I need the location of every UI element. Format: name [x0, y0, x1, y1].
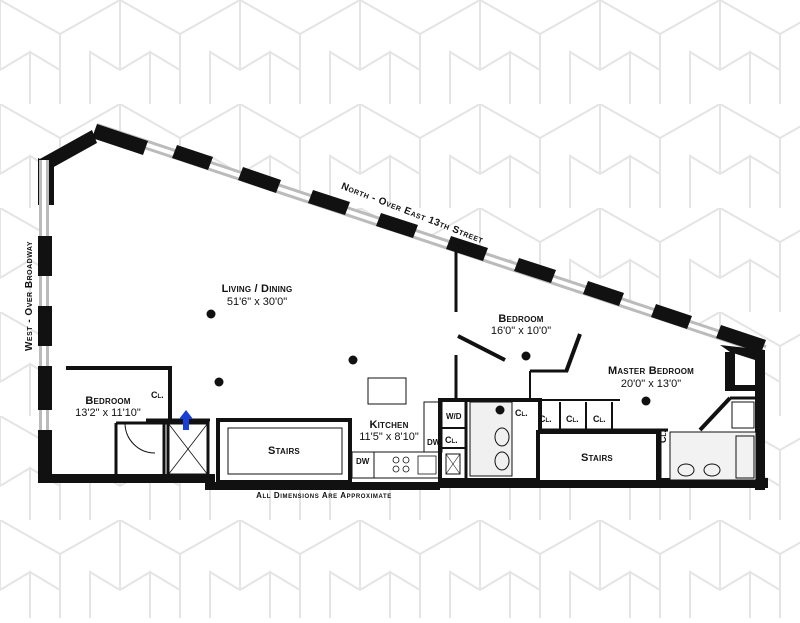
west-bedroom-name: Bedroom: [85, 395, 131, 407]
ceiling-light: [214, 377, 224, 387]
kitchen-name: Kitchen: [369, 419, 409, 431]
closet-label: Cl.: [593, 414, 606, 424]
master-bath: [658, 396, 758, 481]
closet-label: Cl.: [151, 390, 164, 400]
left-stairs-block: [216, 418, 352, 484]
left-stairs-label: Stairs: [268, 445, 300, 457]
west-bedroom-dims: 13'2" x 11'10": [75, 407, 141, 419]
closet-label: Cl.: [445, 435, 458, 445]
master-bedroom-name: Master Bedroom: [607, 365, 695, 377]
entry-arrow-icon: [179, 410, 193, 430]
west-wall: [38, 160, 52, 482]
ceiling-light: [495, 405, 505, 415]
closet-label: Cl.: [566, 414, 579, 424]
dishwasher-label: DW: [427, 438, 441, 447]
dimensions-disclaimer: All Dimensions Are Approximate: [256, 491, 392, 500]
middle-bedroom-dims: 16'0" x 10'0": [490, 325, 552, 337]
ceiling-light: [206, 309, 216, 319]
closet-label: Cl.: [515, 408, 528, 418]
ceiling-lights: [206, 309, 651, 415]
ceiling-light: [521, 351, 531, 361]
apartment-floor: [40, 128, 765, 488]
washer-dryer-label: W/D: [446, 412, 462, 421]
right-stairs-block: [536, 430, 660, 484]
east-wall: [720, 345, 765, 490]
ceiling-light: [348, 355, 358, 365]
right-stairs-label: Stairs: [581, 452, 613, 464]
closet-label: Cl.: [539, 414, 552, 424]
living-dining-name: Living / Dining: [221, 283, 293, 295]
closet-label: Cl.: [658, 430, 668, 443]
middle-bedroom-name: Bedroom: [498, 313, 544, 325]
living-dining-dims: 51'6" x 30'0": [226, 296, 288, 308]
middle-bedroom-walls: [457, 333, 582, 400]
ceiling-light: [641, 396, 651, 406]
kitchen-dims: 11'5" x 8'10": [359, 431, 419, 443]
master-closets: [539, 399, 668, 432]
west-orientation-label: West - Over Broadway: [24, 240, 35, 352]
master-bedroom-dims: 20'0" x 13'0": [620, 378, 682, 390]
kitchen-area: [351, 377, 443, 479]
west-bedroom-walls: [66, 366, 210, 475]
north-wall: [92, 123, 767, 355]
dishwasher-label: DW: [356, 457, 370, 466]
